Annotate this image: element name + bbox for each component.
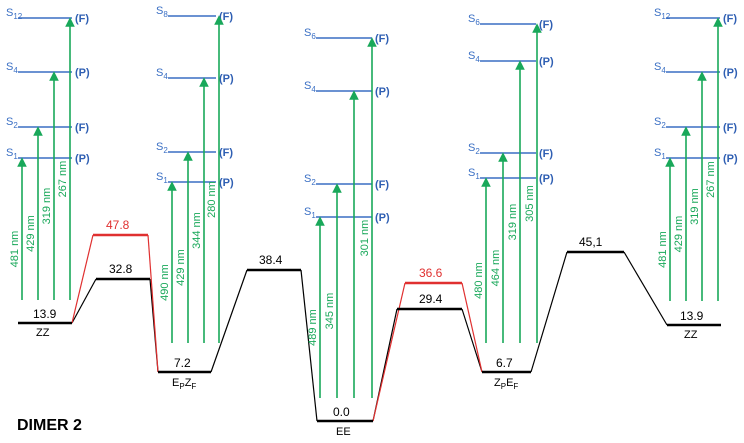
wavelength-label: 429 nm <box>25 215 37 252</box>
energy-ee: 0.0 <box>333 405 350 419</box>
state-name: S2 <box>6 116 18 130</box>
wavelength-label: 490 nm <box>159 264 171 301</box>
ground-levels <box>18 321 721 423</box>
energy-zz-right: 13.9 <box>680 309 704 323</box>
excited-column-zz-left: S1 (P) 481 nm S2 (F) 429 nm S4 (P) 319 nm S12 (F) 2… <box>6 7 90 300</box>
state-name: S1 <box>156 171 168 185</box>
excited-column-zpef: S1 (P) 480 nm S2 (F) 464 nm S4 (P) 319 nm S6 (F) 30… <box>468 13 554 343</box>
state-name: S4 <box>654 61 666 75</box>
wavelength-label: 305 nm <box>524 185 536 222</box>
state-type: (F) <box>219 11 233 23</box>
label-zpef: ZPEF <box>494 377 518 391</box>
state-name: S12 <box>654 7 671 21</box>
excited-states: S1 (P) 481 nm S2 (F) 429 nm S4 (P) 319 nm S12 (F) 2… <box>6 5 738 398</box>
energy-ts3: 29.4 <box>419 292 443 306</box>
wavelength-label: 429 nm <box>673 216 685 253</box>
state-name: S2 <box>468 142 480 156</box>
wavelength-label: 301 nm <box>359 220 371 257</box>
wavelength-label: 481 nm <box>657 231 669 268</box>
wavelength-label: 480 nm <box>473 262 485 299</box>
diagram-title: DIMER 2 <box>17 417 82 434</box>
state-name: S2 <box>304 173 316 187</box>
state-name: S8 <box>156 5 168 19</box>
label-zz-right: ZZ <box>684 329 698 341</box>
state-name: S4 <box>304 80 316 94</box>
wavelength-label: 319 nm <box>689 188 701 225</box>
energy-ts1: 32.8 <box>109 262 133 276</box>
state-type: (P) <box>723 67 738 79</box>
excited-column-epzf: S1 (P) 490 nm S2 (F) 429 nm S4 (P) 344 nm S8 (F) 28… <box>156 5 234 343</box>
state-type: (F) <box>75 122 89 134</box>
state-type: (F) <box>219 147 233 159</box>
state-name: S4 <box>468 50 480 64</box>
state-name: S2 <box>156 141 168 155</box>
state-type: (F) <box>723 13 737 25</box>
state-name: S1 <box>468 167 480 181</box>
state-name: S6 <box>304 27 316 41</box>
energy-zpef: 6.7 <box>496 356 513 370</box>
state-name: S1 <box>654 147 666 161</box>
state-type: (F) <box>375 33 389 45</box>
state-type: (P) <box>219 177 234 189</box>
state-type: (F) <box>75 13 89 25</box>
energy-zz-left: 13.9 <box>33 307 57 321</box>
state-type: (F) <box>539 148 553 160</box>
state-type: (P) <box>723 153 738 165</box>
excited-column-ee: S1 (P) 489 nm S2 (F) 345 nm S4 (P) S6 (F) 301 nm <box>304 27 390 398</box>
energy-ts1-red: 47.8 <box>106 218 130 232</box>
energy-ts3-red: 36.6 <box>419 266 443 280</box>
state-name: S2 <box>654 116 666 130</box>
wavelength-label: 345 nm <box>324 293 336 330</box>
reaction-path-red <box>71 234 483 422</box>
label-zz-left: ZZ <box>36 327 50 339</box>
state-type: (P) <box>375 212 390 224</box>
barrier-levels <box>93 233 624 311</box>
wavelength-label: 319 nm <box>41 188 53 225</box>
state-type: (F) <box>723 122 737 134</box>
state-name: S12 <box>6 7 23 21</box>
energy-epzf: 7.2 <box>174 356 191 370</box>
state-type: (P) <box>539 173 554 185</box>
wavelength-label: 489 nm <box>307 309 319 346</box>
state-name: S6 <box>468 13 480 27</box>
state-name: S4 <box>156 67 168 81</box>
state-name: S4 <box>6 61 18 75</box>
state-type: (P) <box>539 56 554 68</box>
state-type: (F) <box>539 19 553 31</box>
wavelength-label: 464 nm <box>490 250 502 287</box>
state-name: S1 <box>304 206 316 220</box>
wavelength-label: 429 nm <box>175 249 187 286</box>
label-ee: EE <box>336 426 351 438</box>
state-type: (P) <box>75 67 90 79</box>
wavelength-label: 267 nm <box>705 161 717 198</box>
wavelength-label: 267 nm <box>57 161 69 198</box>
state-type: (F) <box>375 179 389 191</box>
state-type: (P) <box>219 73 234 85</box>
energy-ts2: 38.4 <box>259 253 283 267</box>
state-type: (P) <box>375 86 390 98</box>
conformer-labels: ZZ EPZF EE ZPEF ZZ <box>36 327 698 438</box>
energy-ts4: 45,1 <box>579 235 603 249</box>
state-type: (P) <box>75 153 90 165</box>
excited-column-zz-right: S1 (P) 481 nm S2 (F) 429 nm S4 (P) 319 nm S12 (F) 2… <box>654 7 738 301</box>
wavelength-label: 319 nm <box>507 204 519 241</box>
state-name: S1 <box>6 147 18 161</box>
wavelength-label: 280 nm <box>206 181 218 218</box>
energy-values: 13.9 7.2 0.0 6.7 13.9 32.8 47.8 38.4 29.… <box>33 218 704 419</box>
wavelength-label: 344 nm <box>191 212 203 249</box>
wavelength-label: 481 nm <box>9 231 21 268</box>
label-epzf: EPZF <box>172 377 196 391</box>
